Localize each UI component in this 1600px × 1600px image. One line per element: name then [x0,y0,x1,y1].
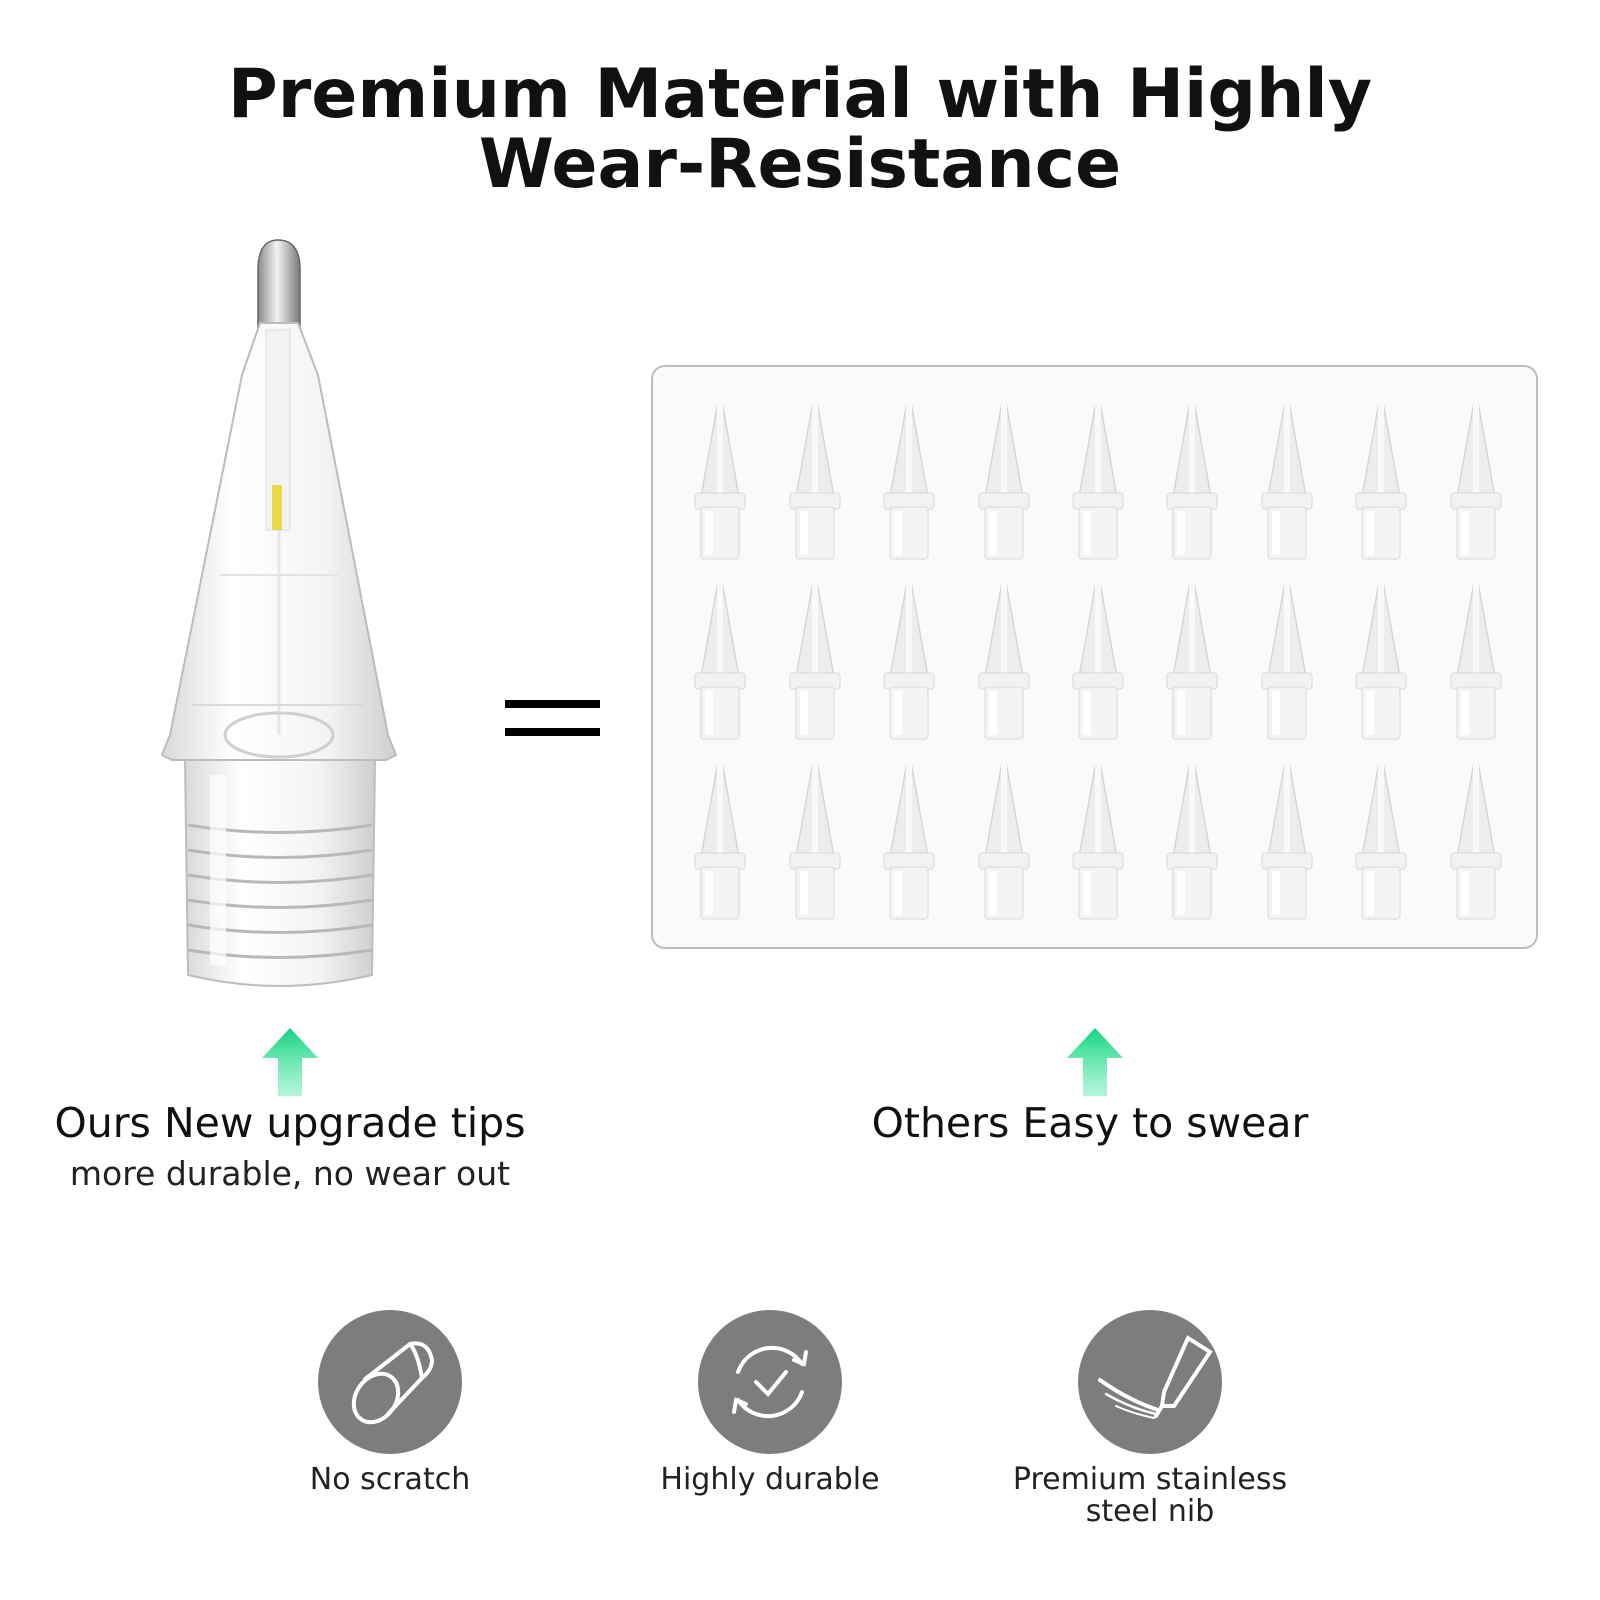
white-nib [1429,567,1523,747]
feature-label-line-1: Premium stainless [1012,1462,1288,1497]
white-nib [1429,387,1523,567]
white-nib [1051,387,1145,567]
refresh-check-icon [732,1345,808,1419]
white-nib [862,567,956,747]
clear-pencil-tip-image [160,239,398,987]
white-nib [862,747,956,927]
others-caption: Others Easy to swear [871,1099,1309,1147]
white-nib [862,387,956,567]
white-nib [1334,567,1428,747]
white-nib [1145,747,1239,927]
white-nib [767,387,861,567]
arrow-up-icon [1067,1028,1123,1096]
white-nib [1240,567,1334,747]
arrow-up-icon [262,1028,318,1096]
white-nib [1145,567,1239,747]
title-line-2: Wear-Resistance [478,125,1122,204]
feature-no-scratch: No scratch [200,1310,580,1496]
white-nib [767,747,861,927]
feature-icon-circle [318,1310,462,1454]
feature-label-line-2: steel nib [1085,1494,1215,1529]
feature-icon-circle [1078,1310,1222,1454]
cylinder-icon [351,1341,435,1425]
white-nib [673,567,767,747]
page-title: Premium Material with Highly Wear-Resist… [0,60,1600,200]
title-line-1: Premium Material with Highly [227,55,1373,134]
feature-icon-circle [698,1310,842,1454]
feature-label: No scratch [309,1462,471,1497]
feature-label: Highly durable [660,1462,880,1497]
white-nib [956,747,1050,927]
feature-stainless-nib: Premium stainless steel nib [960,1310,1340,1528]
white-nib [673,387,767,567]
nib-grid [673,387,1523,927]
white-nib [1240,747,1334,927]
white-nib [1429,747,1523,927]
white-nib [1051,747,1145,927]
ours-caption: Ours New upgrade tips [54,1099,526,1147]
equals-icon [505,700,600,740]
white-nib [767,567,861,747]
feature-highly-durable: Highly durable [580,1310,960,1496]
ours-subcaption: more durable, no wear out [69,1154,511,1193]
white-nib [956,387,1050,567]
white-nib [956,567,1050,747]
pen-nib-icon [1098,1335,1213,1419]
white-nib [673,747,767,927]
other-nibs-grid [651,365,1538,949]
white-nib [1334,747,1428,927]
white-nib [1051,567,1145,747]
white-nib [1334,387,1428,567]
white-nib [1145,387,1239,567]
white-nib [1240,387,1334,567]
